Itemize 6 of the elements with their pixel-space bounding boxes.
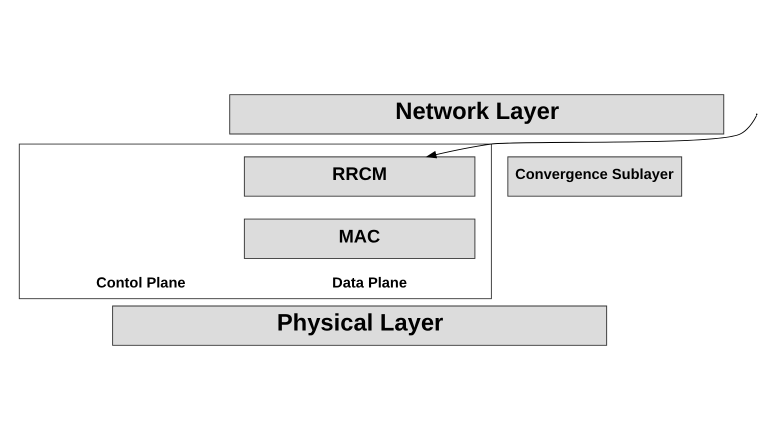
- node-box: MAC: [244, 218, 476, 259]
- node-box: RRCM: [244, 156, 476, 197]
- node-box: Convergence Sublayer: [507, 156, 682, 197]
- node-box: Network Layer: [229, 94, 724, 134]
- arrow: [426, 114, 758, 158]
- node-box: Physical Layer: [112, 306, 608, 346]
